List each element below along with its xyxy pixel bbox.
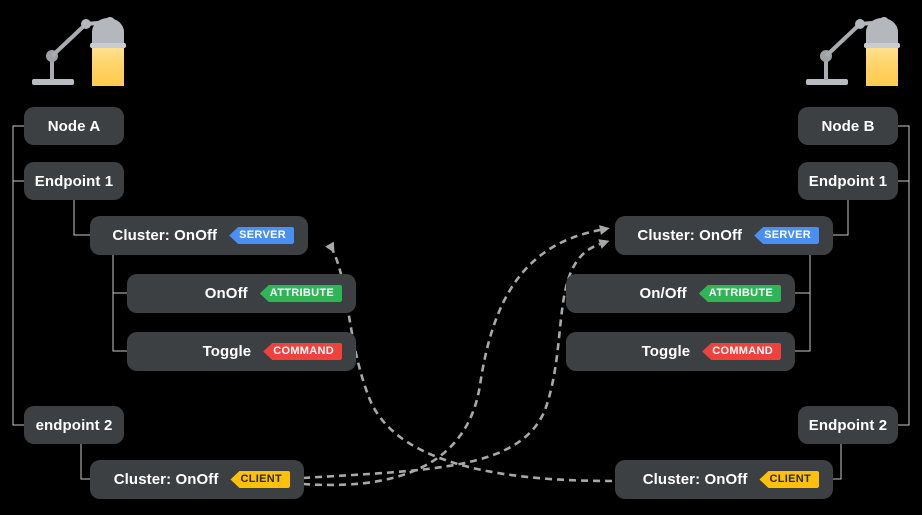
- wire-right-spine: [898, 125, 910, 426]
- left-endpoint-1-box[interactable]: Endpoint 1: [24, 162, 124, 200]
- left-cluster-client-label: Cluster: OnOff: [113, 471, 219, 488]
- client-badge: CLIENT: [759, 471, 819, 488]
- right-endpoint-2-label: Endpoint 2: [808, 416, 888, 434]
- wire-left-cluster-children: [112, 255, 127, 294]
- right-cluster-server-label: Cluster: OnOff: [637, 227, 743, 244]
- wire-left-spine: [12, 125, 24, 426]
- wire-right-ep1-cluster: [833, 200, 849, 236]
- right-attribute-onoff-box[interactable]: On/Off ATTRIBUTE: [566, 274, 795, 313]
- wire-right-cluster-command: [795, 293, 811, 352]
- right-attribute-label: On/Off: [639, 285, 687, 302]
- left-endpoint-2-box[interactable]: endpoint 2: [24, 406, 124, 444]
- desk-lamp-icon: [806, 17, 900, 86]
- node-b-box[interactable]: Node B: [798, 107, 898, 145]
- attribute-badge: ATTRIBUTE: [698, 285, 781, 302]
- server-badge: SERVER: [754, 227, 819, 244]
- wire-left-ep2-cluster: [80, 444, 90, 480]
- left-attribute-onoff-box[interactable]: OnOff ATTRIBUTE: [127, 274, 356, 313]
- left-endpoint-2-label: endpoint 2: [35, 416, 113, 434]
- left-command-toggle-box[interactable]: Toggle COMMAND: [127, 332, 356, 371]
- right-cluster-onoff-client-box[interactable]: Cluster: OnOff CLIENT: [615, 460, 833, 499]
- left-endpoint-1-label: Endpoint 1: [34, 172, 114, 190]
- command-badge: COMMAND: [263, 343, 342, 360]
- left-cluster-onoff-client-box[interactable]: Cluster: OnOff CLIENT: [90, 460, 304, 499]
- right-cluster-client-label: Cluster: OnOff: [642, 471, 748, 488]
- command-badge: COMMAND: [702, 343, 781, 360]
- right-command-label: Toggle: [641, 343, 691, 360]
- wire-right-cluster-children: [795, 255, 811, 294]
- client-badge: CLIENT: [230, 471, 290, 488]
- right-cluster-onoff-server-box[interactable]: Cluster: OnOff SERVER: [615, 216, 833, 255]
- left-command-label: Toggle: [202, 343, 252, 360]
- right-command-toggle-box[interactable]: Toggle COMMAND: [566, 332, 795, 371]
- wire-left-cluster-command: [112, 293, 127, 352]
- node-a-box[interactable]: Node A: [24, 107, 124, 145]
- attribute-badge: ATTRIBUTE: [259, 285, 342, 302]
- right-endpoint-2-box[interactable]: Endpoint 2: [798, 406, 898, 444]
- left-cluster-server-label: Cluster: OnOff: [112, 227, 218, 244]
- node-a-label: Node A: [47, 117, 101, 135]
- wire-right-ep2-cluster: [833, 444, 842, 480]
- node-b-label: Node B: [821, 117, 875, 135]
- right-endpoint-1-box[interactable]: Endpoint 1: [798, 162, 898, 200]
- left-attribute-label: OnOff: [204, 285, 248, 302]
- left-cluster-onoff-server-box[interactable]: Cluster: OnOff SERVER: [90, 216, 308, 255]
- server-badge: SERVER: [229, 227, 294, 244]
- desk-lamp-icon: [32, 17, 126, 86]
- right-endpoint-1-label: Endpoint 1: [808, 172, 888, 190]
- wire-left-ep1-cluster: [73, 200, 90, 236]
